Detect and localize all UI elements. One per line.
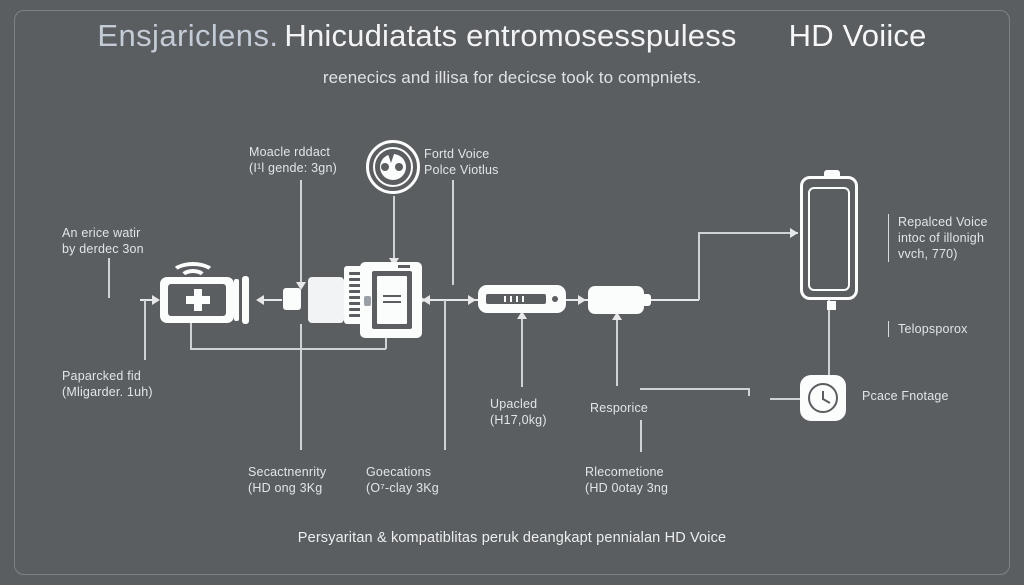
- label-center-top-left: Moacle rddact (I¹l gende: 3gn): [249, 145, 337, 175]
- connector-left-bottom-stem: [144, 300, 146, 360]
- clock-icon: [800, 375, 846, 421]
- connector-modem-capsule: [566, 299, 588, 301]
- arrowhead-left-entry: [152, 295, 160, 305]
- label-bottom-4: Resporice: [590, 401, 649, 415]
- connector-gateway-down: [190, 323, 192, 349]
- connector-left-entry: [140, 299, 154, 301]
- connector-cabinet-modem: [424, 299, 478, 301]
- label-right-top: Repalced Voice intoc of illonigh vvch, 7…: [888, 214, 988, 262]
- connector-capsule-stem: [616, 314, 618, 386]
- label-left-bottom: Paparcked fid (Mligarder. 1uh): [62, 369, 153, 399]
- arrowhead-modem-stem: [517, 311, 527, 319]
- page-title: Ensjariclens.Hnicudiatats entromosesspul…: [0, 18, 1024, 54]
- arrowhead-center-left-stem: [296, 282, 306, 290]
- server-icon: [308, 277, 344, 323]
- title-segment-badge: HD Voiice: [788, 18, 927, 53]
- connector-globe-down: [393, 196, 395, 264]
- connector-tank-down: [828, 300, 830, 375]
- arrowhead-cabinet-modem-left: [422, 295, 430, 305]
- modem-bar-icon: [478, 285, 566, 313]
- arrowhead-modem-capsule: [578, 295, 586, 305]
- label-center-top-right: Fortd Voice Polce Viotlus: [424, 147, 499, 177]
- label-right-clock: Pcace Fnotage: [862, 389, 949, 403]
- label-bottom-2: Goecations (O⁷-clay 3Kg: [366, 465, 439, 495]
- arrowhead-cabinet-modem-right: [468, 295, 476, 305]
- connector-bottom-branch-1: [300, 324, 302, 450]
- label-right-middle: Telopsporox: [888, 321, 968, 337]
- diagram-frame-border: [14, 10, 1010, 575]
- connector-clock-in: [770, 398, 802, 400]
- connector-modem-stem: [521, 313, 523, 387]
- speaker-antenna-icon: [226, 276, 252, 324]
- connector-speaker-relay: [258, 299, 282, 301]
- globe-icon: [366, 140, 420, 194]
- connector-left-top-stem: [108, 258, 110, 298]
- connector-center-left-stem: [300, 180, 302, 288]
- title-segment-secondary: Hnicudiatats entromosesspuless: [284, 18, 737, 53]
- connector-center-right-stem: [452, 180, 454, 285]
- label-bottom-5: Rlecometione (HD 0otay 3ng: [585, 465, 669, 495]
- cabinet-monitor-icon: [360, 262, 422, 338]
- connector-capsule-right: [651, 299, 699, 301]
- label-bottom-1: Secactnenrity (HD ong 3Kg: [248, 465, 327, 495]
- connector-right-riser: [698, 232, 700, 300]
- relay-cube-icon: [283, 288, 301, 310]
- gateway-router-icon: [160, 277, 234, 323]
- connector-resporice-run: [640, 388, 750, 390]
- connector-gateway-loop: [190, 348, 386, 350]
- arrowhead-capsule-stem: [612, 312, 622, 320]
- connector-bottom-branch-3: [640, 420, 642, 452]
- capsule-battery-icon: [588, 286, 651, 314]
- arrowhead-speaker-relay: [256, 295, 264, 305]
- connector-right-top-run: [698, 232, 798, 234]
- title-segment-primary: Ensjariclens.: [97, 18, 279, 53]
- storage-tank-icon: [800, 170, 858, 310]
- page-subtitle: reenecics and illisa for decicse took to…: [322, 68, 702, 87]
- wifi-signal-icon: [166, 254, 216, 276]
- arrowhead-tank-in: [790, 228, 798, 238]
- label-left-top: An erice watir by derdec 3on: [62, 226, 144, 256]
- diagram-caption: Persyaritan & kompatiblitas peruk deangk…: [297, 530, 727, 546]
- connector-resporice-riser: [748, 388, 750, 396]
- label-bottom-3: Upacled (H17,0kg): [490, 397, 547, 427]
- connector-bottom-branch-2: [444, 300, 446, 450]
